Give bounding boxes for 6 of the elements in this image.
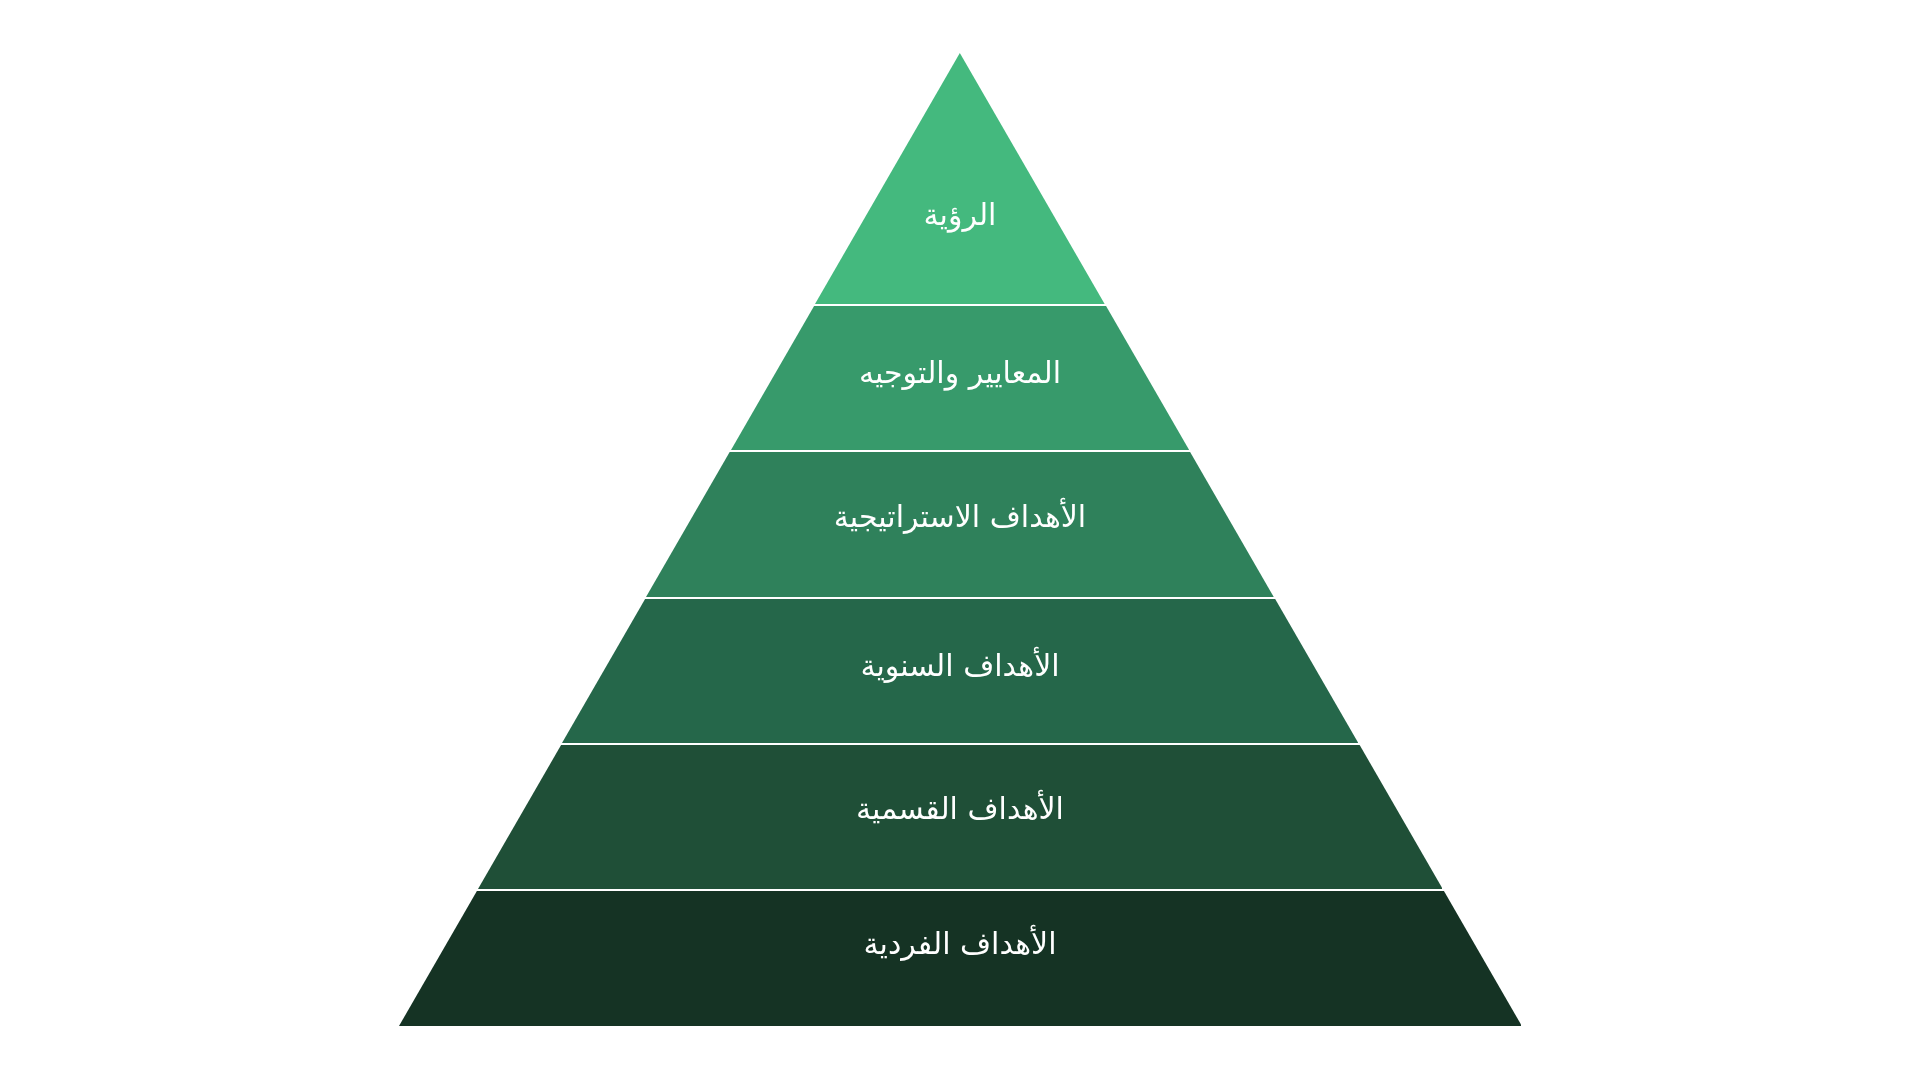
level-label: الأهداف السنوية <box>860 648 1060 684</box>
level-label: المعايير والتوجيه <box>858 355 1062 391</box>
level-label: الرؤية <box>923 197 997 233</box>
level-label: الأهداف القسمية <box>856 791 1064 827</box>
level-label: الأهداف الاستراتيجية <box>833 499 1087 535</box>
level-label: الأهداف الفردية <box>863 926 1057 962</box>
